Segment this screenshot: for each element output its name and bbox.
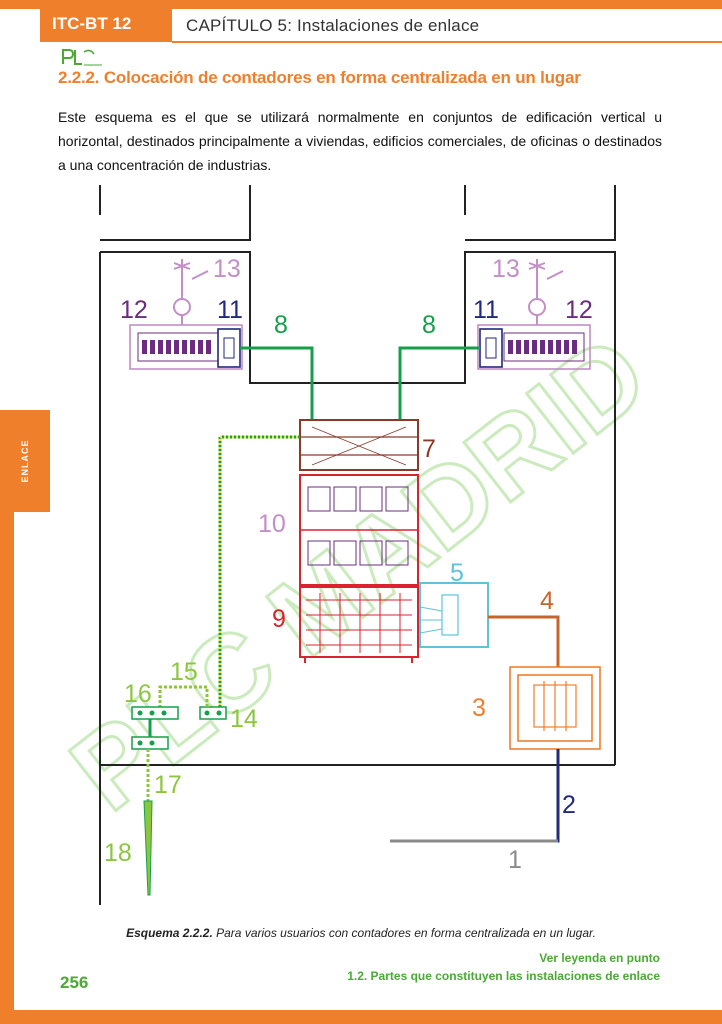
individual-derivations: [240, 346, 480, 420]
meter-centralization: [299, 419, 419, 663]
general-feeder-line: [488, 615, 560, 667]
label-4: 4: [540, 587, 554, 615]
label-13-left: 13: [213, 255, 241, 283]
chapter-title: CAPÍTULO 5: Instalaciones de enlace: [186, 16, 480, 35]
figure-caption: Esquema 2.2.2. Para varios usuarios con …: [0, 926, 722, 940]
watermark-text: PLC MADRID: [50, 312, 669, 834]
label-12-left: 12: [120, 296, 148, 324]
label-12-right: 12: [565, 296, 593, 324]
label-14: 14: [230, 705, 258, 733]
label-10: 10: [258, 510, 286, 538]
label-11-left: 11: [217, 296, 243, 324]
label-8-right: 8: [422, 311, 436, 339]
label-8-left: 8: [274, 311, 288, 339]
legend-reference-line-1: Ver leyenda en punto: [539, 951, 660, 965]
label-9: 9: [272, 605, 286, 633]
label-13-right: 13: [492, 255, 520, 283]
dwelling-right: [477, 259, 591, 370]
legend-reference-line-2: 1.2. Partes que constituyen las instalac…: [347, 969, 660, 983]
building-outline: [99, 185, 616, 905]
label-16: 16: [124, 680, 152, 708]
caption-label: Esquema 2.2.2.: [126, 926, 213, 940]
caption-text: Para varios usuarios con contadores en f…: [212, 926, 596, 940]
label-3: 3: [472, 694, 486, 722]
header-rule: [172, 41, 722, 43]
label-17: 17: [154, 771, 182, 799]
intro-paragraph: Este esquema es el que se utilizará norm…: [58, 109, 662, 173]
label-5: 5: [450, 559, 464, 587]
label-11-right: 11: [473, 296, 499, 324]
top-bar: [0, 0, 722, 9]
label-2: 2: [562, 791, 576, 819]
meter-centralization-diagram: PLC MADRID: [50, 185, 670, 905]
connection-line: [390, 749, 560, 843]
label-15: 15: [170, 658, 198, 686]
side-rule: [0, 512, 14, 1024]
dwelling-left: [129, 259, 243, 370]
section-title: 2.2.2. Colocación de contadores en forma…: [58, 68, 581, 87]
earthing-system: [131, 435, 300, 896]
bottom-bar: [0, 1010, 722, 1024]
fuse-box: [419, 582, 489, 648]
plc-logo-icon: [62, 49, 102, 66]
legend-reference: Ver leyenda en punto 1.2. Partes que con…: [347, 949, 660, 985]
page-number: 256: [60, 973, 89, 992]
general-protection-box: [509, 666, 601, 750]
label-18: 18: [104, 839, 132, 867]
label-1: 1: [508, 846, 522, 874]
header-tab: ITC-BT 12: [40, 9, 172, 42]
side-tab-label: ENLACE: [20, 439, 30, 483]
label-7: 7: [422, 435, 436, 463]
side-tab: ENLACE: [0, 410, 50, 512]
